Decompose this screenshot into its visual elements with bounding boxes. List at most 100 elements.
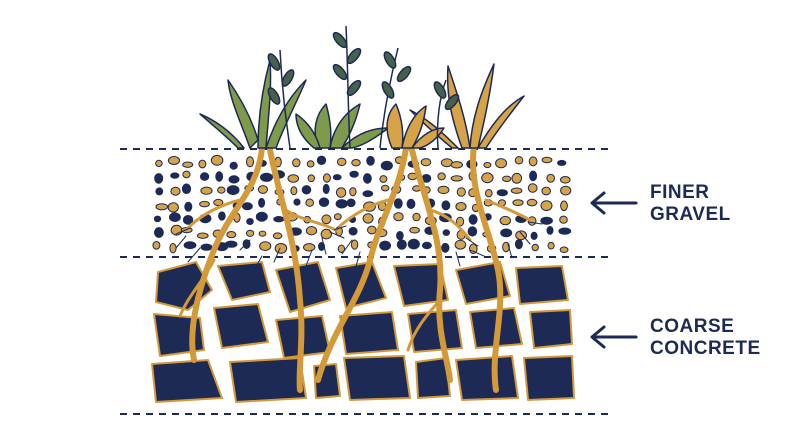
concrete-chunk [343, 355, 411, 401]
gravel-pebble [184, 201, 193, 212]
gravel-pebble [255, 211, 268, 222]
root-branch [184, 198, 242, 232]
gravel-pebble [318, 197, 330, 207]
root-branch [284, 208, 338, 232]
gravel-pebble [456, 187, 466, 197]
plants [199, 25, 525, 149]
gravel-pebble [547, 241, 555, 250]
gravel-pebble [379, 240, 392, 251]
gravel-pebble [153, 215, 162, 223]
orange-shrub [386, 103, 445, 149]
gravel-pebble [515, 230, 527, 241]
gravel-pebble [540, 200, 553, 212]
gravel-pebble [511, 172, 523, 184]
root-branch [484, 198, 532, 222]
gravel-pebble [154, 227, 164, 238]
root-main [409, 147, 453, 383]
root-hair [455, 237, 485, 267]
gravel-pebble [290, 186, 298, 196]
gravel-pebble [182, 161, 194, 168]
gravel-pebble [560, 185, 572, 196]
finer-gravel-layer [152, 154, 572, 255]
gravel-pebble [540, 216, 553, 225]
gravel-pebble [363, 173, 372, 184]
gravel-pebble [437, 172, 446, 181]
gravel-pebble [380, 160, 393, 171]
gravel-pebble [496, 189, 508, 197]
gravel-pebble [246, 218, 254, 225]
gravel-pebble [546, 226, 554, 235]
gravel-pebble [293, 198, 301, 206]
gravel-pebble [198, 159, 207, 169]
gravel-pebble [421, 241, 432, 250]
gravel-pebble [305, 198, 315, 207]
gravel-pebble [500, 228, 513, 238]
gravel-pebble [514, 239, 523, 250]
concrete-chunk [213, 303, 269, 349]
root-main [267, 147, 305, 393]
gravel-pebble [546, 173, 556, 183]
gravel-pebble [559, 246, 569, 254]
gravel-pebble [381, 184, 390, 192]
gravel-pebble [217, 186, 226, 194]
concrete-chunk [275, 261, 331, 313]
gravel-pebble [455, 202, 467, 211]
gravel-pebble [349, 187, 357, 197]
gravel-pebble [485, 189, 493, 198]
finer-gravel-label-line2: GRAVEL [650, 204, 731, 225]
concrete-chunk [151, 359, 223, 403]
gravel-pebble [495, 158, 508, 169]
gravel-pebble [406, 198, 416, 209]
gravel-pebble [526, 198, 538, 207]
root-main [189, 145, 265, 363]
gravel-pebble [272, 232, 283, 240]
gravel-pebble [468, 214, 478, 225]
gravel-pebble [409, 226, 420, 234]
layer-boundaries [120, 148, 610, 415]
gravel-pebble [332, 174, 342, 181]
gravel-pebble [512, 199, 524, 207]
concrete-chunk [455, 355, 519, 401]
gravel-pebble [224, 240, 238, 248]
root-hair [175, 227, 201, 263]
arrow-left-icon [590, 191, 638, 215]
gravel-pebble [366, 155, 375, 166]
root-main [315, 145, 409, 383]
root-branch [338, 198, 390, 228]
gravel-pebble [213, 198, 224, 207]
gravel-pebble [437, 185, 450, 195]
gravel-pebble [541, 186, 552, 196]
concrete-chunk [523, 355, 575, 401]
gravel-pebble [450, 175, 463, 182]
gravel-pebble [558, 227, 572, 235]
concrete-chunk [339, 311, 399, 355]
gravel-pebble [348, 226, 358, 236]
root-hair [333, 225, 361, 267]
gravel-pebble [560, 176, 571, 184]
gravel-pebble [336, 157, 347, 167]
gravel-pebble [559, 215, 568, 224]
gravel-pebble [396, 231, 404, 241]
gravel-pebble [152, 241, 161, 250]
gravel-pebble [167, 156, 181, 165]
gravel-pebble [350, 239, 359, 250]
gravel-pebble [303, 243, 316, 252]
gravel-pebble [257, 185, 268, 194]
gravel-pebble [301, 185, 312, 195]
gravel-pebble [362, 190, 374, 198]
gravel-pebble [335, 187, 347, 198]
gravel-pebble [226, 231, 237, 239]
root-branch [178, 258, 216, 318]
gravel-pebble [258, 230, 267, 237]
gravel-pebble [305, 226, 318, 236]
gravel-pebble [322, 173, 331, 183]
gravel-pebble [226, 185, 240, 196]
gravel-pebble [292, 158, 301, 168]
gravel-pebble [346, 198, 356, 208]
gravel-pebble [349, 170, 359, 178]
gravel-pebble [467, 226, 478, 237]
gravel-pebble [333, 213, 342, 221]
concrete-chunk [515, 265, 569, 305]
gravel-pebble [155, 187, 164, 196]
